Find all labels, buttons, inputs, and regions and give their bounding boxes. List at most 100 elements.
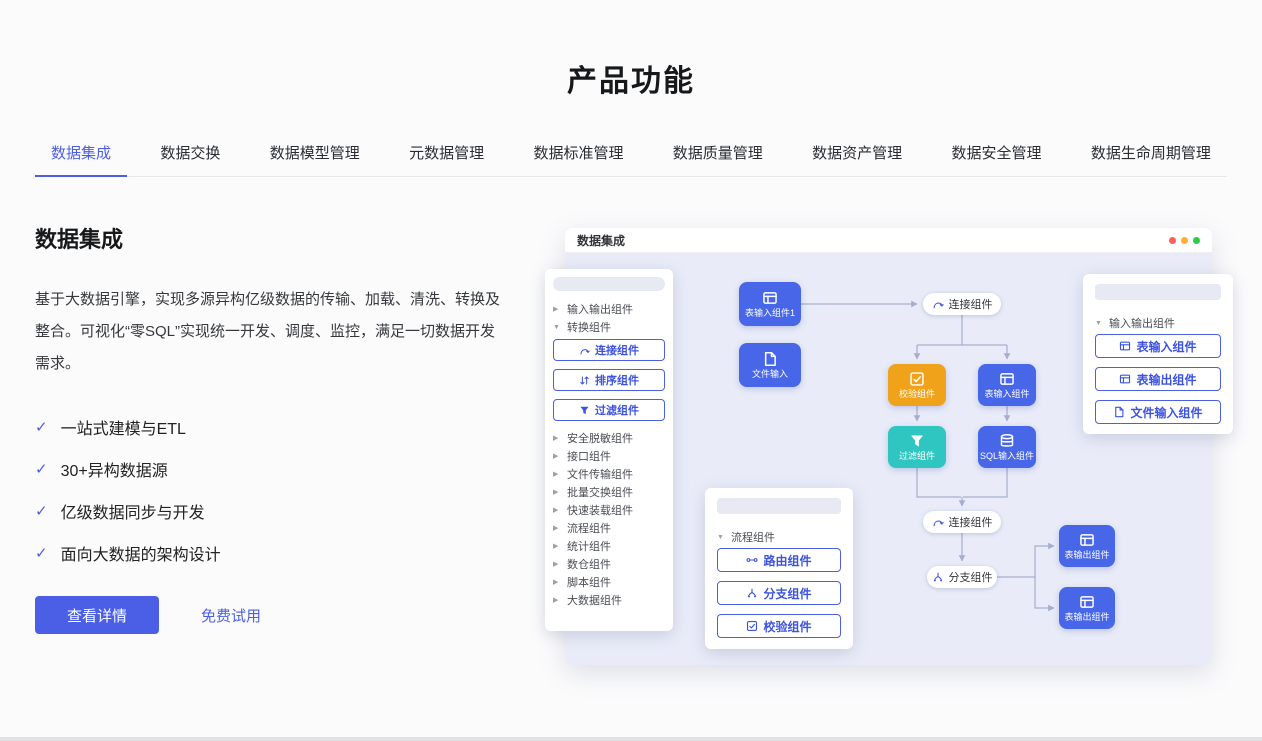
tree-group-warehouse[interactable]: ▶ 数仓组件 — [553, 555, 665, 573]
section-heading: 数据集成 — [35, 222, 503, 254]
io-components-panel: ▼ 输入输出组件 表输入组件 表输出组件 文件输入组件 — [1083, 274, 1233, 434]
file-icon — [762, 351, 778, 367]
tab-data-quality-management[interactable]: 数据质量管理 — [657, 134, 779, 176]
flow-node-file-input[interactable]: 文件输入 — [739, 343, 801, 387]
caret-right-icon: ▶ — [553, 470, 562, 478]
component-button-label: 表输入组件 — [1136, 338, 1196, 355]
window-dot-yellow-icon[interactable] — [1181, 237, 1188, 244]
caret-right-icon: ▶ — [553, 560, 562, 568]
feature-list: ✓ 一站式建模与ETL ✓ 30+异构数据源 ✓ 亿级数据同步与开发 ✓ 面向大… — [35, 406, 503, 574]
check-icon: ✓ — [35, 460, 48, 478]
flow-node-label: 文件输入 — [752, 370, 788, 379]
tree-group-masking[interactable]: ▶ 安全脱敏组件 — [553, 429, 665, 447]
caret-right-icon: ▶ — [553, 578, 562, 586]
caret-right-icon: ▶ — [553, 452, 562, 460]
tree-group-statistics[interactable]: ▶ 统计组件 — [553, 537, 665, 555]
panel-placeholder — [717, 498, 841, 514]
tree-group-label: 脚本组件 — [567, 574, 611, 590]
tree-group-interface[interactable]: ▶ 接口组件 — [553, 447, 665, 465]
panel-placeholder — [1095, 284, 1221, 300]
component-button-join[interactable]: 连接组件 — [553, 339, 665, 361]
flow-node-label: 表输入组件1 — [745, 309, 795, 318]
flow-node-branch[interactable]: 分支组件 — [927, 566, 997, 588]
caret-right-icon: ▶ — [553, 305, 562, 313]
feature-item: ✓ 面向大数据的架构设计 — [35, 532, 503, 574]
route-icon — [746, 554, 758, 566]
flow-node-label: SQL输入组件 — [980, 452, 1034, 461]
flow-node-table-output-bottom[interactable]: 表输出组件 — [1059, 587, 1115, 629]
tab-data-exchange[interactable]: 数据交换 — [144, 134, 236, 176]
window-titlebar: 数据集成 — [565, 228, 1212, 253]
tree-group-transform[interactable]: ▼ 转换组件 — [553, 318, 665, 336]
tab-data-standard-management[interactable]: 数据标准管理 — [517, 134, 639, 176]
tab-data-lifecycle-management[interactable]: 数据生命周期管理 — [1075, 134, 1227, 176]
component-button-filter[interactable]: 过滤组件 — [553, 399, 665, 421]
tree-group-label: 安全脱敏组件 — [567, 430, 633, 446]
tree-group-label: 流程组件 — [567, 520, 611, 536]
designer-window: 数据集成 — [565, 228, 1212, 665]
intro-section: 数据集成 基于大数据引擎，实现多源异构亿级数据的传输、加载、清洗、转换及整合。可… — [35, 222, 503, 634]
cta-row: 查看详情 免费试用 — [35, 596, 503, 634]
window-dot-red-icon[interactable] — [1169, 237, 1176, 244]
branch-icon — [932, 571, 944, 583]
component-button-file-input[interactable]: 文件输入组件 — [1095, 400, 1221, 424]
flow-node-table-input[interactable]: 表输入组件 — [978, 364, 1036, 406]
io-group[interactable]: ▼ 输入输出组件 — [1095, 312, 1221, 334]
caret-down-icon: ▼ — [553, 324, 562, 331]
tree-group-batch-exchange[interactable]: ▶ 批量交换组件 — [553, 483, 665, 501]
component-button-table-output[interactable]: 表输出组件 — [1095, 367, 1221, 391]
tree-group-file-transfer[interactable]: ▶ 文件传输组件 — [553, 465, 665, 483]
free-trial-link[interactable]: 免费试用 — [201, 605, 261, 626]
tab-data-model-management[interactable]: 数据模型管理 — [254, 134, 376, 176]
tree-group-script[interactable]: ▶ 脚本组件 — [553, 573, 665, 591]
flow-node-validate[interactable]: 校验组件 — [888, 364, 946, 406]
component-button-label: 分支组件 — [763, 585, 811, 602]
component-button-label: 连接组件 — [595, 342, 639, 358]
tab-data-integration[interactable]: 数据集成 — [35, 134, 127, 176]
component-button-label: 过滤组件 — [595, 402, 639, 418]
search-placeholder — [553, 277, 665, 291]
flow-node-table-input-1[interactable]: 表输入组件1 — [739, 282, 801, 326]
branch-icon — [746, 587, 758, 599]
component-button-label: 文件输入组件 — [1130, 404, 1202, 421]
flow-node-table-output-top[interactable]: 表输出组件 — [1059, 525, 1115, 567]
flow-node-label: 表输出组件 — [1064, 613, 1109, 622]
window-dot-green-icon[interactable] — [1193, 237, 1200, 244]
component-button-sort[interactable]: 排序组件 — [553, 369, 665, 391]
process-group[interactable]: ▼ 流程组件 — [717, 526, 841, 548]
tab-data-asset-management[interactable]: 数据资产管理 — [796, 134, 918, 176]
flow-node-join-top[interactable]: 连接组件 — [923, 293, 1001, 315]
section-description: 基于大数据引擎，实现多源异构亿级数据的传输、加载、清洗、转换及整合。可视化“零S… — [35, 284, 503, 380]
tree-group-fast-load[interactable]: ▶ 快速装载组件 — [553, 501, 665, 519]
flow-node-label: 表输出组件 — [1064, 551, 1109, 560]
flow-node-sql-input[interactable]: SQL输入组件 — [978, 426, 1036, 468]
component-button-validate[interactable]: 校验组件 — [717, 614, 841, 638]
tree-group-label: 流程组件 — [731, 529, 775, 545]
tree-group-io[interactable]: ▶ 输入输出组件 — [553, 300, 665, 318]
tree-group-label: 文件传输组件 — [567, 466, 633, 482]
tree-group-label: 统计组件 — [567, 538, 611, 554]
flow-node-label: 校验组件 — [899, 390, 935, 399]
tree-group-process[interactable]: ▶ 流程组件 — [553, 519, 665, 537]
table-output-icon — [1119, 373, 1131, 385]
join-icon — [579, 345, 590, 356]
feature-text: 面向大数据的架构设计 — [61, 541, 221, 565]
feature-text: 30+异构数据源 — [61, 457, 168, 481]
flow-node-filter[interactable]: 过滤组件 — [888, 426, 946, 468]
view-details-button[interactable]: 查看详情 — [35, 596, 159, 634]
tab-data-security-management[interactable]: 数据安全管理 — [936, 134, 1058, 176]
join-icon — [932, 298, 944, 310]
component-button-route[interactable]: 路由组件 — [717, 548, 841, 572]
sort-icon — [579, 375, 590, 386]
tab-metadata-management[interactable]: 元数据管理 — [393, 134, 500, 176]
flow-node-join-bottom[interactable]: 连接组件 — [923, 511, 1001, 533]
table-output-icon — [1079, 532, 1095, 548]
component-button-branch[interactable]: 分支组件 — [717, 581, 841, 605]
funnel-icon — [579, 405, 590, 416]
component-button-table-input[interactable]: 表输入组件 — [1095, 334, 1221, 358]
check-icon: ✓ — [35, 418, 48, 436]
caret-right-icon: ▶ — [553, 524, 562, 532]
flow-node-label: 连接组件 — [949, 514, 993, 530]
tree-group-bigdata[interactable]: ▶ 大数据组件 — [553, 591, 665, 609]
feature-item: ✓ 一站式建模与ETL — [35, 406, 503, 448]
